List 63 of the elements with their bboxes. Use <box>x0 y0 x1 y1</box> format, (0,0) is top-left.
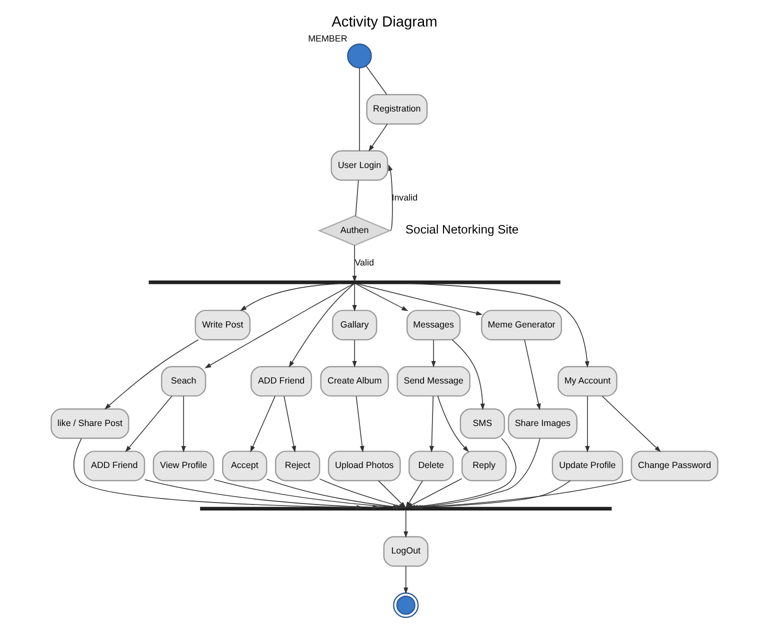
arrow <box>240 283 340 311</box>
node-box: Reject <box>274 450 320 482</box>
arrow <box>601 396 660 452</box>
arrow <box>388 164 392 232</box>
arrow <box>524 339 540 410</box>
node-box: SMS <box>459 408 504 439</box>
node-box: Reply <box>460 450 506 482</box>
node-box: Delete <box>408 450 454 482</box>
node-box: My Account <box>557 366 617 397</box>
arrow <box>283 396 296 452</box>
node-box: Share Images <box>507 408 577 439</box>
node-box: Update Profile <box>551 450 623 482</box>
node-circle <box>346 44 372 68</box>
node-box: Gallary <box>331 310 377 340</box>
label: Social Netorking Site <box>404 222 518 236</box>
node-box: Seach <box>160 366 206 397</box>
arrow <box>451 339 484 410</box>
arrow <box>352 244 356 282</box>
node-diamond: Authen <box>317 215 391 246</box>
arrow <box>428 396 434 452</box>
node-box: Messages <box>406 310 460 340</box>
node-box: User Login <box>330 150 388 181</box>
arrow <box>584 396 590 452</box>
node-label: MEMBER <box>308 34 347 44</box>
arrow <box>430 340 436 368</box>
node-box: Meme Generator <box>480 310 562 340</box>
edge-label: Valid <box>354 257 374 268</box>
node-box: Upload Photos <box>327 450 400 482</box>
node-box: ADD Friend <box>250 366 312 397</box>
node-bar <box>148 280 560 284</box>
node-box: Change Password <box>630 450 718 482</box>
arrow <box>104 339 198 410</box>
arrow <box>354 283 408 312</box>
arrow <box>436 396 468 452</box>
arrow <box>355 396 364 452</box>
node-box: Accept <box>222 450 267 482</box>
arrow <box>352 283 356 312</box>
arrow <box>250 396 275 452</box>
diagram-title: Activity Diagram <box>331 14 437 31</box>
node-box: like / Share Post <box>50 408 129 439</box>
arrow <box>352 340 356 368</box>
arrow <box>124 396 172 452</box>
connector <box>365 66 387 95</box>
arrow <box>403 510 408 538</box>
node-box: ADD Friend <box>83 450 145 482</box>
connector <box>354 180 358 217</box>
node-box: View Profile <box>152 450 214 482</box>
arrow <box>180 396 186 452</box>
node-bar <box>200 506 612 511</box>
arrow <box>368 124 388 152</box>
node-box: Registration <box>366 94 428 125</box>
arrow <box>356 283 482 316</box>
arrow <box>288 283 354 368</box>
node-box: Write Post <box>194 310 250 340</box>
arrow <box>403 566 408 594</box>
edge-label: Invalid <box>391 192 418 202</box>
node-box: Send Message <box>396 366 470 397</box>
node-box: LogOut <box>382 536 428 567</box>
node-box: Create Album <box>320 366 388 397</box>
arrow <box>204 283 354 368</box>
arrow <box>406 283 589 368</box>
node-circle <box>392 592 418 618</box>
connector <box>358 68 360 152</box>
